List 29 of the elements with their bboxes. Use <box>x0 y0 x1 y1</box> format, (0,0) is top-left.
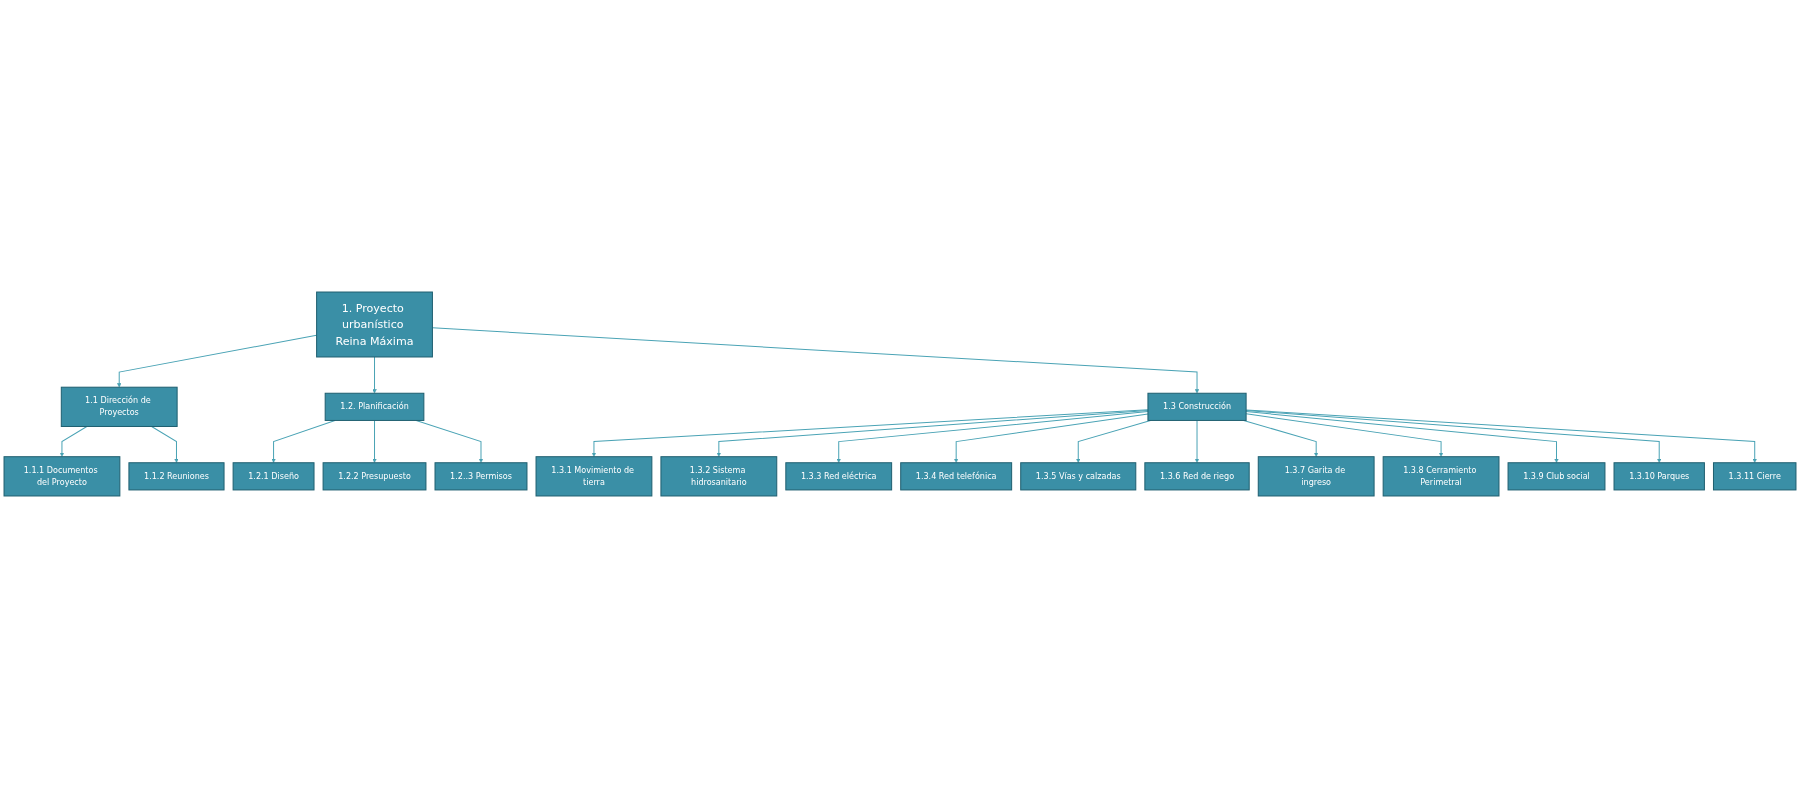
arrow <box>1245 410 1662 463</box>
node-box: 1.3.7 Garita de ingreso <box>1257 456 1375 497</box>
node-box: 1.3.8 Cerramiento Perimetral <box>1382 456 1500 497</box>
node-box: 1.2.2 Presupuesto <box>322 462 427 491</box>
node-box: 1.3.2 Sistema hidrosanitario <box>660 456 778 497</box>
node-box: 1. Proyecto urbanístico Reina Máxima <box>316 291 433 358</box>
node-box: 1.2.1 Diseño <box>232 462 315 491</box>
node-box: 1.3 Construcción <box>1147 392 1247 421</box>
node-box: 1.3.10 Parques <box>1613 462 1705 491</box>
arrow <box>59 425 88 457</box>
node-box: 1.1 Dirección de Proyectos <box>60 386 178 427</box>
arrow <box>1245 413 1444 457</box>
node-box: 1.3.1 Movimiento de tierra <box>535 456 653 497</box>
arrow <box>151 425 179 463</box>
node-box: 1.2. Planificación <box>324 392 425 421</box>
node-box: 1.1.1 Documentos del Proyecto <box>3 456 121 497</box>
node-box: 1.2..3 Permisos <box>434 462 528 491</box>
node-box: 1.3.3 Red eléctrica <box>785 462 893 491</box>
arrow <box>372 419 377 463</box>
node-box: 1.3.4 Red telefónica <box>900 462 1013 491</box>
node-box: 1.3.9 Club social <box>1507 462 1606 491</box>
arrow <box>1194 419 1200 463</box>
node-box: 1.1.2 Reuniones <box>128 462 225 491</box>
arrow <box>1245 409 1757 463</box>
arrow <box>1245 411 1559 463</box>
node-box: 1.3.11 Cierre <box>1712 462 1797 491</box>
arrow <box>372 356 377 394</box>
node-box: 1.3.5 Vías y calzadas <box>1020 462 1137 491</box>
node-box: 1.3.6 Red de riego <box>1144 462 1250 491</box>
